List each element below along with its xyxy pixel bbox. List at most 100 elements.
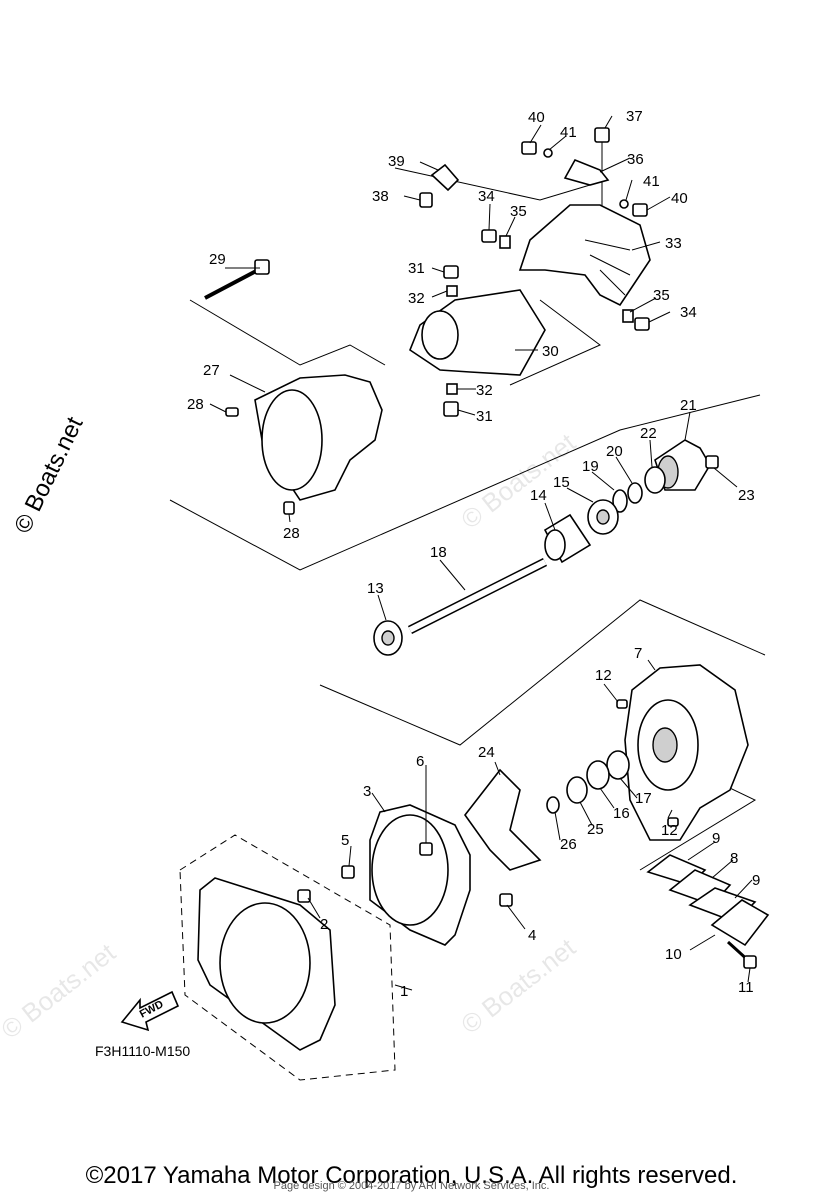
part-41-washer (543, 148, 553, 158)
callout-19: 19 (582, 458, 599, 475)
part-4-bolt (499, 893, 513, 907)
callout-28: 28 (187, 396, 204, 413)
part-14-sleeve-end (544, 529, 566, 561)
callout-32: 32 (408, 290, 425, 307)
callout-31: 31 (408, 260, 425, 277)
part-20-nut (627, 482, 643, 504)
callout-30: 30 (542, 343, 559, 360)
group-box-1 (179, 834, 396, 1081)
callout-29: 29 (209, 251, 226, 268)
callout-34-b: 34 (680, 304, 697, 321)
part-33-ribs (584, 239, 631, 296)
parts: FWD (120, 127, 770, 1051)
callout-8: 8 (730, 850, 738, 867)
callout-25: 25 (587, 821, 604, 838)
part-18-shaft (408, 559, 547, 633)
part-13-bearing-bore (381, 630, 395, 646)
part-22-o-ring (644, 466, 666, 494)
callout-28-b: 28 (283, 525, 300, 542)
part-29-bolt-head (254, 259, 270, 275)
part-12-pin-b (667, 817, 679, 827)
callout-16: 16 (613, 805, 630, 822)
callout-17: 17 (635, 790, 652, 807)
callout-6: 6 (416, 753, 424, 770)
part-19-washer (612, 489, 628, 513)
callout-22: 22 (640, 425, 657, 442)
callout-labels: 1 2 3 4 5 6 7 8 9 9 10 11 12 12 13 14 15… (187, 108, 760, 1000)
callout-40: 40 (528, 109, 545, 126)
callout-23: 23 (738, 487, 755, 504)
callout-37: 37 (626, 108, 643, 125)
part-41-washer-b (619, 199, 629, 209)
callout-7: 7 (634, 645, 642, 662)
callout-27: 27 (203, 362, 220, 379)
part-31-bolt (443, 265, 459, 279)
copyright-notice: ©2017 Yamaha Motor Corporation, U.S.A. A… (85, 1162, 738, 1189)
callout-10: 10 (665, 946, 682, 963)
part-16-bearing (586, 760, 610, 790)
callout-3: 3 (363, 783, 371, 800)
part-30-nozzle-bore (421, 310, 459, 360)
callout-18: 18 (430, 544, 447, 561)
callout-9-b: 9 (752, 872, 760, 889)
part-2-bolt (297, 889, 311, 903)
watermark: © Boats.net (455, 932, 581, 1040)
part-34-bolt-b (634, 317, 650, 331)
watermark: © Boats.net (0, 937, 122, 1045)
callout-39: 39 (388, 153, 405, 170)
part-1-duct-opening (219, 902, 311, 1024)
callout-41-b: 41 (643, 173, 660, 190)
callout-33: 33 (665, 235, 682, 252)
part-32-collar (446, 285, 458, 297)
callout-12-b: 12 (661, 822, 678, 839)
part-34-bolt (481, 229, 497, 243)
callout-9: 9 (712, 830, 720, 847)
callout-34: 34 (478, 188, 495, 205)
watermark-side: © Boats.net (9, 412, 89, 537)
group-line-29 (189, 299, 386, 366)
callout-32-b: 32 (476, 382, 493, 399)
callout-14: 14 (530, 487, 547, 504)
callout-12: 12 (595, 667, 612, 684)
part-10-cover (710, 899, 770, 947)
part-33-deflector (518, 204, 651, 307)
part-3-intake-bore (371, 814, 449, 926)
callout-38: 38 (372, 188, 389, 205)
callout-36: 36 (627, 151, 644, 168)
part-26-o-ring (546, 796, 560, 814)
part-36-bracket (563, 158, 610, 186)
part-25-collar (566, 776, 588, 804)
part-7-housing-hub (652, 727, 678, 763)
part-5-pin (341, 865, 355, 879)
group-line-lower (319, 599, 766, 746)
part-15-bearing-bore (596, 509, 610, 525)
part-28-pin-b (283, 501, 295, 515)
callout-13: 13 (367, 580, 384, 597)
diagram-code: F3H1110-M150 (95, 1043, 190, 1059)
part-31-bolt-b (443, 401, 459, 417)
part-27-duct-bore (261, 389, 323, 491)
part-38-bolt (419, 192, 433, 208)
callout-41: 41 (560, 124, 577, 141)
callout-21: 21 (680, 397, 697, 414)
part-6-bolt (419, 842, 433, 856)
callout-20: 20 (606, 443, 623, 460)
callout-31-b: 31 (476, 408, 493, 425)
callout-4: 4 (528, 927, 536, 944)
callout-35-b: 35 (653, 287, 670, 304)
part-40-bolt-b (632, 203, 648, 217)
callout-40-b: 40 (671, 190, 688, 207)
callout-15: 15 (553, 474, 570, 491)
part-32-collar-b (446, 383, 458, 395)
callout-11: 11 (738, 979, 754, 996)
callout-5: 5 (341, 832, 349, 849)
part-40-bolt (521, 141, 537, 155)
leader-lines (209, 115, 753, 991)
part-17-seal (606, 750, 630, 780)
callout-26: 26 (560, 836, 577, 853)
part-12-pin (616, 699, 628, 709)
part-23-bolt (705, 455, 719, 469)
callout-35: 35 (510, 203, 527, 220)
page-design-notice: Page design © 2004-2017 by ARI Network S… (273, 1180, 550, 1192)
